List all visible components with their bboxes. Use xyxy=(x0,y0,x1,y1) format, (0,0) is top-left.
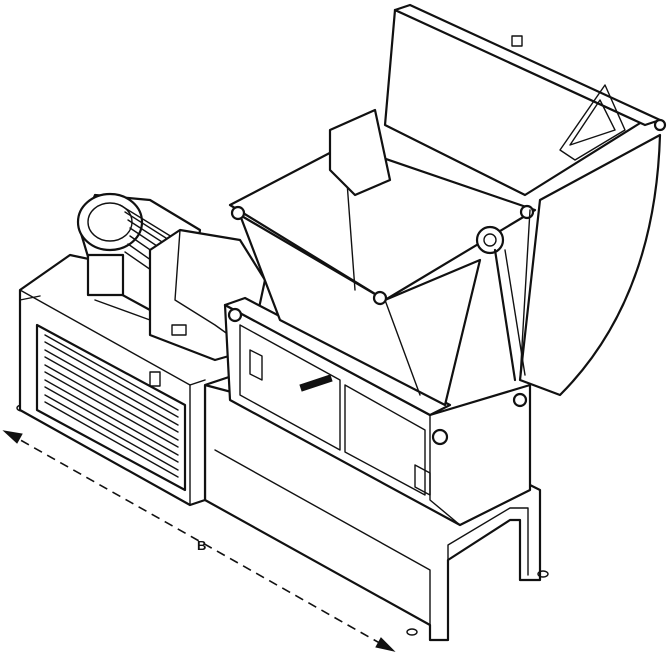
hinged-lid xyxy=(383,3,667,397)
actuator-rod xyxy=(493,248,517,382)
dimension-label: B xyxy=(197,538,206,553)
bolt-1 xyxy=(227,307,243,323)
rotor-housing xyxy=(223,296,532,527)
belt-guard-latch xyxy=(171,324,187,336)
actuator-pivot xyxy=(475,225,505,255)
enclosure-pin xyxy=(19,295,41,301)
bolt-2 xyxy=(431,428,449,446)
door-handle xyxy=(299,374,333,392)
lid-bolt xyxy=(653,118,667,132)
foot-hole-2 xyxy=(537,570,549,578)
hopper-fold xyxy=(384,299,421,396)
terminal-box xyxy=(86,253,125,297)
hopper-bracket xyxy=(328,108,392,197)
bolt-3 xyxy=(512,392,528,408)
access-door-left xyxy=(239,324,341,451)
vent-slots xyxy=(44,334,179,471)
electric-motor xyxy=(76,192,202,321)
dimension-b: B xyxy=(2,430,396,652)
rim-bolt-2 xyxy=(372,290,388,306)
hopper-front xyxy=(238,213,482,407)
stand-leg-inner xyxy=(447,507,529,576)
actuator-pivot-inner xyxy=(483,233,497,247)
vent-slots-lower xyxy=(44,341,179,478)
door-hinge-2 xyxy=(414,464,431,496)
side-guard-curve xyxy=(518,133,662,397)
access-door-right xyxy=(344,384,426,496)
lid-handle xyxy=(511,35,523,47)
housing-corner xyxy=(429,414,461,526)
foot-hole-1 xyxy=(406,628,418,636)
housing-top-rail xyxy=(223,296,452,417)
dimension-arrow-right xyxy=(375,637,396,652)
vent-label xyxy=(149,371,161,387)
door-hinge-1 xyxy=(249,349,263,381)
lid-actuator xyxy=(475,225,526,382)
lid-window-frame xyxy=(559,84,626,161)
actuator-rod-2 xyxy=(504,249,526,376)
infeed-hopper xyxy=(228,108,537,407)
rim-bolt-1 xyxy=(230,205,246,221)
dimension-arrow-left xyxy=(2,430,23,444)
dimension-line xyxy=(7,432,393,651)
stand-edge xyxy=(214,449,431,626)
rim-bolt-3 xyxy=(519,204,535,220)
lid-window xyxy=(569,99,616,146)
hopper-rim xyxy=(228,143,537,302)
